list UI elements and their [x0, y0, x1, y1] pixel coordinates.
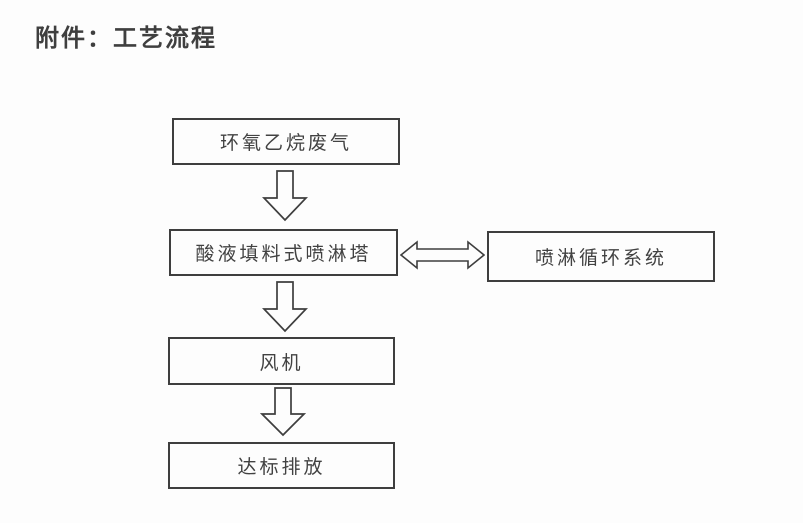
flow-node-label: 喷淋循环系统: [534, 248, 667, 269]
flow-node-waste-gas: 环氧乙烷废气: [172, 118, 400, 165]
flow-node-label: 环氧乙烷废气: [219, 133, 352, 154]
flow-node-label: 达标排放: [237, 457, 326, 478]
flow-node-discharge: 达标排放: [168, 442, 395, 489]
down-arrow-icon: [262, 281, 308, 333]
flow-node-label: 风机: [259, 352, 304, 374]
flow-node-fan: 风机: [168, 337, 395, 385]
flow-node-spray-tower: 酸液填料式喷淋塔: [169, 229, 398, 276]
double-arrow-icon: [400, 239, 485, 271]
flow-node-label: 酸液填料式喷淋塔: [195, 244, 372, 265]
down-arrow-icon: [260, 387, 306, 437]
flow-node-spray-circulation: 喷淋循环系统: [487, 231, 715, 282]
down-arrow-icon: [262, 170, 308, 222]
page-title: 附件：工艺流程: [35, 26, 217, 52]
